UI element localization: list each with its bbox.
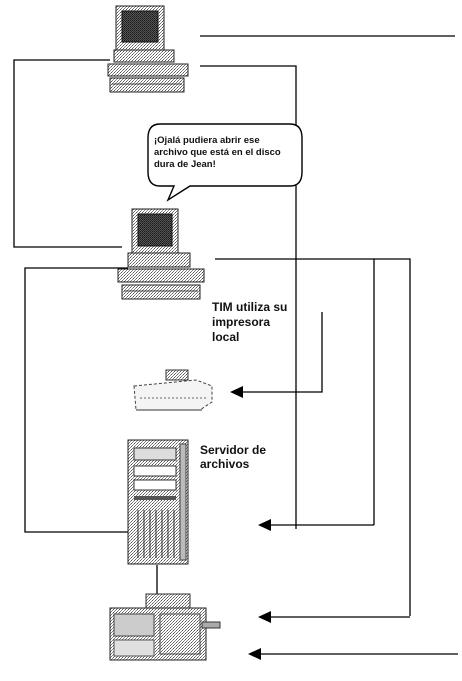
tim-printer-label: TIM utiliza su impresora local	[212, 300, 322, 345]
arrow-to-local-printer	[230, 386, 243, 398]
arrow-to-copier	[258, 611, 271, 623]
tim-printer-label-line: impresora	[212, 315, 322, 330]
tim-printer-label-line: local	[212, 330, 322, 345]
network-printer-icon	[110, 594, 220, 660]
computer-middle-icon	[118, 209, 204, 299]
arrowheads	[230, 386, 271, 660]
speech-bubble-line: archivo que está en el disco	[154, 147, 284, 159]
link-middle-to-copier	[374, 259, 410, 616]
link-middle-to-server-left	[25, 268, 130, 532]
file-server-label: Servidor de archivos	[200, 443, 300, 471]
file-server-label-line: archivos	[200, 457, 300, 471]
arrow-bottom	[248, 648, 261, 660]
file-server-icon	[128, 440, 188, 564]
speech-bubble-line: dura de Jean!	[154, 159, 284, 171]
local-printer-icon	[134, 370, 212, 410]
speech-bubble-text: ¡Ojalá pudiera abrir ese archivo que est…	[154, 135, 284, 171]
arrow-to-server	[258, 519, 271, 531]
file-server-label-line: Servidor de	[200, 443, 300, 457]
speech-bubble-line: ¡Ojalá pudiera abrir ese	[154, 135, 284, 147]
tim-printer-label-line: TIM utiliza su	[212, 300, 322, 315]
computer-top-icon	[108, 6, 188, 92]
link-top-to-middle-left	[14, 60, 122, 247]
